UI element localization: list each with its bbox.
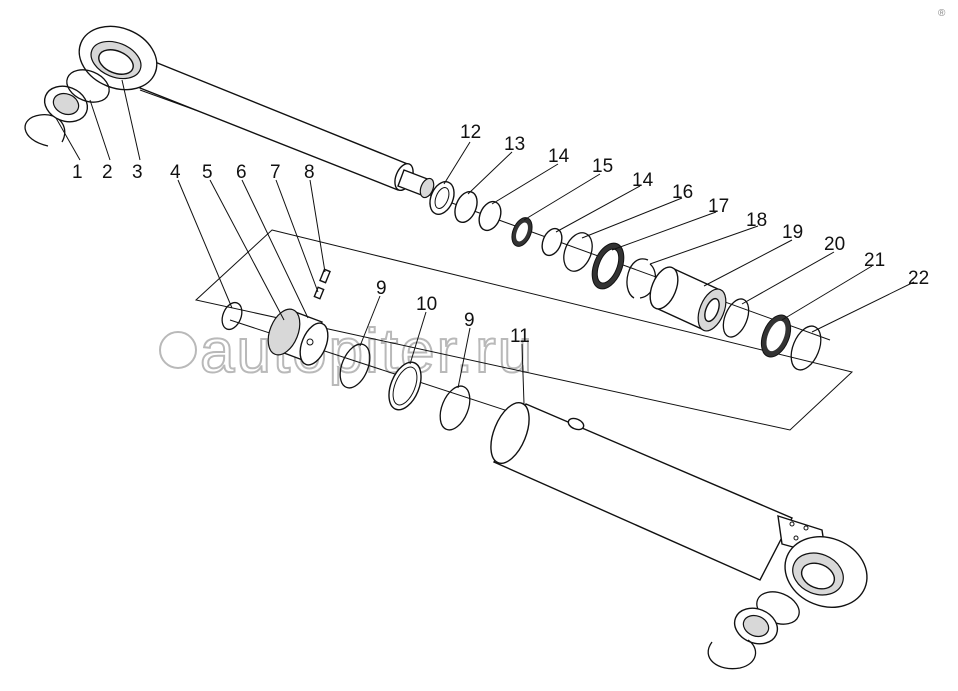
- callout-15: 15: [592, 156, 613, 177]
- assembly-plane-outline: [194, 229, 854, 431]
- callout-14a: 14: [548, 146, 570, 167]
- callout-3: 3: [132, 162, 143, 183]
- part-21-seal: [760, 314, 792, 358]
- callout-1: 1: [72, 162, 83, 183]
- callout-12: 12: [460, 122, 481, 143]
- watermark-logo-icon: [159, 331, 197, 369]
- part-5-gland: [267, 308, 329, 366]
- rod-bushing: [43, 85, 89, 123]
- callout-10: 10: [416, 294, 437, 315]
- part-9-ring-a: [339, 343, 371, 389]
- callout-11: 11: [510, 326, 530, 347]
- callout-6: 6: [236, 162, 247, 183]
- part-12-ring: [429, 181, 455, 215]
- part-9-ring-b: [439, 385, 471, 431]
- part-14-ring-a: [478, 200, 502, 232]
- part-10-seal: [388, 361, 422, 411]
- rod-snap-ring: [24, 114, 66, 147]
- part-15-seal: [511, 217, 533, 247]
- corner-registered-mark: ®: [938, 8, 946, 19]
- piston-rod: [139, 59, 435, 199]
- part-4-ring: [221, 301, 243, 331]
- callout-7: 7: [270, 162, 281, 183]
- callout-13: 13: [504, 134, 525, 155]
- callout-20: 20: [824, 234, 845, 255]
- callout-19: 19: [782, 222, 803, 243]
- callout-4: 4: [170, 162, 181, 183]
- barrel-bushing: [733, 607, 779, 645]
- callout-labels: 1 2 3 4 5 6 7 8 9 10 9 11 12 13 14 15 14…: [72, 122, 929, 347]
- callout-22: 22: [908, 268, 929, 289]
- rod-eye-head: [78, 25, 158, 91]
- part-7-pin: [313, 286, 325, 300]
- callout-2: 2: [102, 162, 113, 183]
- callout-14b: 14: [632, 170, 654, 191]
- callout-5: 5: [202, 162, 213, 183]
- part-22-ring: [790, 325, 822, 371]
- callout-18: 18: [746, 210, 767, 231]
- part-8-pin: [319, 268, 331, 284]
- callout-9b: 9: [464, 310, 475, 331]
- barrel-eye-head: [784, 536, 868, 608]
- part-14-ring-b: [541, 227, 563, 257]
- leader-lines: [55, 79, 915, 405]
- callout-17: 17: [708, 196, 729, 217]
- part-17-seal: [591, 242, 625, 290]
- cylinder-barrel: [490, 402, 827, 581]
- part-20-ring: [722, 298, 750, 338]
- part-19-piston: [649, 266, 727, 332]
- barrel-snap-ring: [707, 639, 757, 670]
- part-13-ring: [454, 190, 478, 224]
- rod-seal-ring: [66, 69, 110, 103]
- callout-8: 8: [304, 162, 315, 183]
- callout-9a: 9: [376, 278, 387, 299]
- callout-16: 16: [672, 182, 693, 203]
- callout-21: 21: [864, 250, 885, 271]
- part-16-ring: [563, 232, 593, 272]
